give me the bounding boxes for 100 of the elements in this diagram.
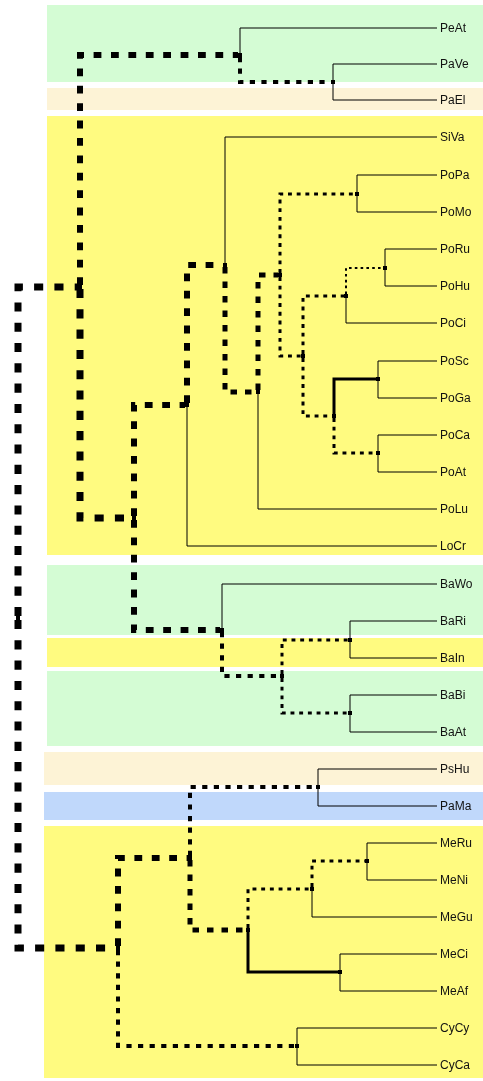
tree-branch [377, 380, 438, 399]
taxon-label: PoCi [440, 316, 466, 330]
taxon-label: PoSc [440, 354, 469, 368]
branch-node [220, 628, 224, 632]
taxon-label: MeCi [440, 947, 468, 961]
taxon-label: BaWo [440, 577, 473, 591]
taxon-label: MeAf [440, 984, 468, 998]
taxon-label: PaVe [440, 57, 469, 71]
tree-branch [246, 932, 338, 974]
tree-branch [332, 83, 438, 101]
tree-branch [187, 860, 246, 933]
branch-node [278, 273, 282, 277]
branch-node [223, 263, 227, 267]
branch-node [188, 856, 192, 860]
tree-branch [349, 714, 438, 733]
branch-node [295, 1044, 299, 1048]
branch-node [332, 414, 336, 418]
tree-branch [296, 1047, 438, 1066]
tree-branch [239, 27, 438, 54]
taxon-label: PoAt [440, 465, 466, 479]
branch-node [365, 859, 369, 863]
taxon-label: BaBi [440, 688, 466, 702]
tree-branch [366, 842, 438, 860]
branch-node [185, 403, 189, 407]
tree-branch [224, 136, 438, 264]
branch-node [256, 390, 260, 394]
taxon-label: CyCy [440, 1021, 470, 1035]
branch-node [310, 887, 314, 891]
taxon-label: BaAt [440, 725, 466, 739]
branch-node [331, 80, 335, 84]
tree-branch [377, 360, 438, 378]
taxon-label: BaRi [440, 614, 466, 628]
tree-branch [296, 1027, 438, 1045]
tree-branch [332, 63, 438, 81]
tree-branch [339, 953, 438, 971]
taxon-label: PoPa [440, 168, 470, 182]
tree-branch [301, 294, 344, 354]
branch-node [376, 377, 380, 381]
branch-node [348, 711, 352, 715]
tree-branch [280, 638, 348, 674]
taxon-label: BaIn [440, 651, 465, 665]
tree-branch [255, 272, 278, 390]
branch-node [132, 516, 136, 520]
tree-branch [115, 855, 188, 946]
branch-node [280, 674, 284, 678]
taxon-label: LoCr [440, 539, 466, 553]
tree-branch [332, 377, 376, 414]
tree-branch [366, 862, 438, 881]
tree-branch [310, 859, 365, 887]
tree-branch [246, 887, 310, 928]
taxon-label: MeRu [440, 836, 472, 850]
branch-node [344, 294, 348, 298]
tree-branch [278, 192, 355, 273]
taxon-label: PaMa [440, 799, 472, 813]
tree-branch [384, 269, 438, 287]
tree-branch [349, 694, 438, 712]
tree-branch [349, 620, 438, 639]
tree-branch [131, 520, 220, 633]
tree-branch [280, 678, 348, 715]
branch-node [78, 285, 82, 289]
taxon-label: PsHu [440, 762, 470, 776]
taxon-label: MeNi [440, 873, 468, 887]
taxon-label: PoGa [440, 391, 471, 405]
taxon-label: PoMo [440, 205, 472, 219]
tree-branch [377, 434, 438, 452]
tree-branch [349, 641, 438, 659]
tree-branch [77, 52, 238, 285]
branch-node [383, 266, 387, 270]
taxon-label: PeAt [440, 21, 466, 35]
tree-branch [257, 393, 438, 510]
branch-node [316, 785, 320, 789]
tree-branch [186, 406, 438, 547]
tree-branch [311, 890, 438, 918]
taxon-label: MeGu [440, 910, 473, 924]
branch-node [301, 354, 305, 358]
taxon-label: PoLu [440, 502, 469, 516]
branch-node [238, 53, 242, 57]
tree-branch [317, 788, 438, 807]
taxon-label: PoCa [440, 428, 471, 442]
taxon-label: SiVa [440, 130, 465, 144]
tree-branch [384, 248, 438, 267]
branch-node [348, 638, 352, 642]
tree-branch [339, 973, 438, 992]
taxon-label: CyCa [440, 1058, 470, 1072]
branch-node [16, 616, 20, 620]
tree-branch [221, 583, 438, 629]
branch-node [355, 192, 359, 196]
tree-branch [345, 267, 384, 295]
taxon-label: PoRu [440, 242, 471, 256]
branch-node [338, 970, 342, 974]
tree-branch [131, 402, 185, 516]
tree-branch [317, 768, 438, 786]
tree-branch [377, 454, 438, 473]
tree-branch [345, 297, 438, 324]
taxon-label: PoHu [440, 279, 471, 293]
tree-branch [278, 277, 301, 358]
tree-branch [14, 283, 78, 616]
tree-branch [356, 195, 438, 213]
branch-node [376, 451, 380, 455]
branch-node [116, 946, 120, 950]
